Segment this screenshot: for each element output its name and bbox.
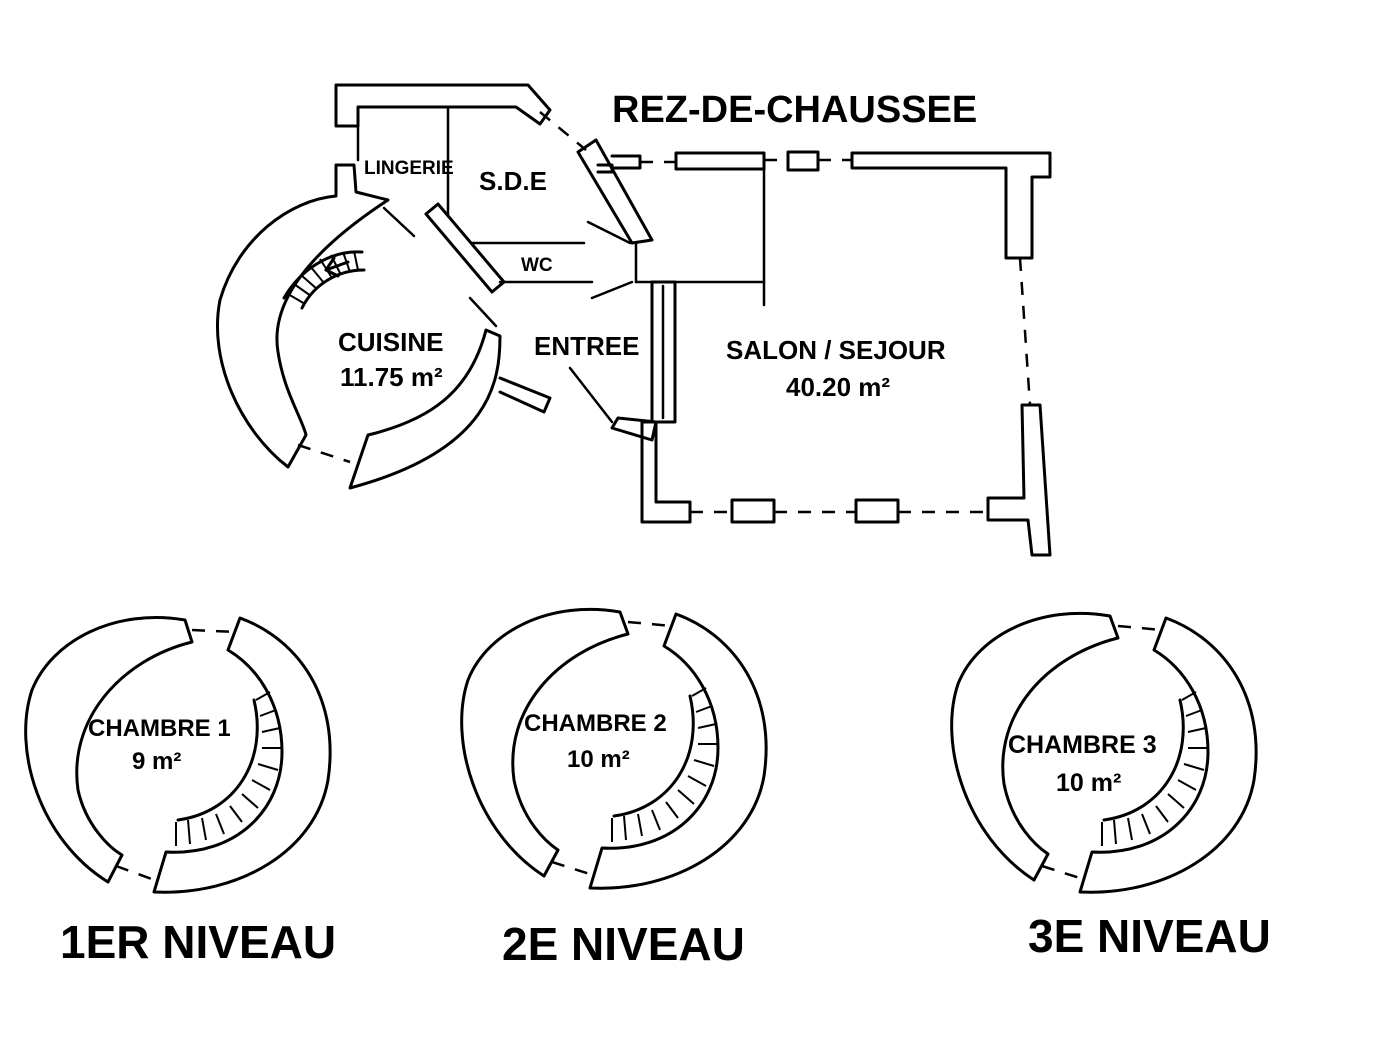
wall-salon-south-east bbox=[986, 403, 1052, 557]
level-3-stair-steps bbox=[1101, 691, 1208, 846]
level-3-room-area: 10 m² bbox=[1056, 769, 1121, 797]
wall-salon-north-1 bbox=[674, 151, 766, 171]
level-1-title: 1ER NIVEAU bbox=[60, 916, 336, 968]
level-3-title: 3E NIVEAU bbox=[1028, 910, 1271, 962]
wall-entree-salon bbox=[650, 280, 677, 424]
wall-salon-north-east bbox=[850, 151, 1052, 260]
wall-kitchen-south bbox=[348, 328, 502, 490]
wall-entree-corner bbox=[610, 416, 658, 442]
door-kitchen-north bbox=[382, 206, 416, 238]
door-entree bbox=[568, 366, 614, 424]
level-2-title: 2E NIVEAU bbox=[502, 918, 745, 970]
level-3-tower-right bbox=[1078, 616, 1258, 894]
level-2-room-label: CHAMBRE 2 bbox=[524, 710, 667, 737]
level-3-window-south bbox=[1041, 864, 1087, 882]
window-kitchen-south bbox=[297, 443, 351, 464]
wall-salon-south-west bbox=[640, 420, 692, 524]
level-2-room-area: 10 m² bbox=[567, 746, 630, 773]
door-kitchen-entree bbox=[468, 296, 498, 328]
pillar-salon-south-2 bbox=[854, 498, 900, 524]
room-label-wc: WC bbox=[521, 255, 553, 276]
room-label-cuisine: CUISINE bbox=[338, 327, 443, 357]
level-1-stair-steps bbox=[175, 691, 282, 846]
level-3-plan: CHAMBRE 3 10 m² 3E NIVEAU bbox=[950, 611, 1271, 962]
level-3-stair-inner bbox=[1102, 698, 1185, 822]
pillar-salon-north bbox=[786, 150, 820, 172]
pillar-salon-south-1 bbox=[730, 498, 776, 524]
room-area-cuisine: 11.75 m² bbox=[340, 362, 443, 392]
kitchen-stair-inner bbox=[300, 268, 366, 310]
room-label-lingerie: LINGERIE bbox=[364, 158, 454, 179]
ground-floor-title: REZ-DE-CHAUSSEE bbox=[612, 89, 977, 131]
level-1-tower-left bbox=[24, 615, 194, 884]
wall-north-west bbox=[334, 83, 552, 128]
level-1-window-south bbox=[115, 864, 161, 884]
level-3-window-north bbox=[1117, 624, 1163, 632]
room-label-salon: SALON / SEJOUR bbox=[726, 335, 946, 365]
wall-north-stub bbox=[610, 154, 642, 170]
level-2-stair-steps bbox=[611, 687, 718, 842]
level-1-stair-inner bbox=[176, 698, 259, 822]
kitchen-stair-outer bbox=[282, 250, 364, 300]
window-north-west bbox=[539, 111, 587, 151]
level-2-tower-right bbox=[588, 612, 768, 890]
wall-entry-chunk bbox=[596, 163, 614, 174]
level-1-window-north bbox=[191, 628, 237, 634]
room-area-salon: 40.20 m² bbox=[786, 372, 890, 402]
level-2-tower-left bbox=[460, 607, 630, 878]
level-2-window-south bbox=[551, 860, 597, 878]
wall-kitchen-wc bbox=[424, 202, 506, 294]
wall-kitchen-tower bbox=[215, 163, 390, 469]
level-1-plan: CHAMBRE 1 9 m² 1ER NIVEAU bbox=[24, 615, 336, 968]
window-salon-east bbox=[1018, 257, 1032, 406]
level-3-room-label: CHAMBRE 3 bbox=[1008, 731, 1157, 759]
level-1-room-label: CHAMBRE 1 bbox=[88, 715, 231, 742]
door-wc bbox=[590, 280, 634, 300]
level-3-tower-left bbox=[950, 611, 1120, 882]
level-1-tower-right bbox=[152, 616, 332, 894]
ground-floor-plan: REZ-DE-CHAUSSEE LINGERIE S.D.E WC CUISIN… bbox=[215, 83, 1052, 557]
room-label-sde: S.D.E bbox=[479, 166, 547, 196]
kitchen-stair-arrow-icon bbox=[324, 256, 350, 278]
room-label-entree: ENTREE bbox=[534, 331, 639, 361]
level-2-window-north bbox=[627, 620, 673, 628]
level-2-stair-inner bbox=[612, 694, 695, 818]
kitchen-stair-steps bbox=[287, 250, 359, 305]
level-1-room-area: 9 m² bbox=[132, 748, 181, 775]
level-2-plan: CHAMBRE 2 10 m² 2E NIVEAU bbox=[460, 607, 768, 970]
door-sde bbox=[586, 220, 632, 245]
wall-kitchen-stub bbox=[498, 376, 552, 414]
wall-sde-east bbox=[576, 138, 654, 245]
